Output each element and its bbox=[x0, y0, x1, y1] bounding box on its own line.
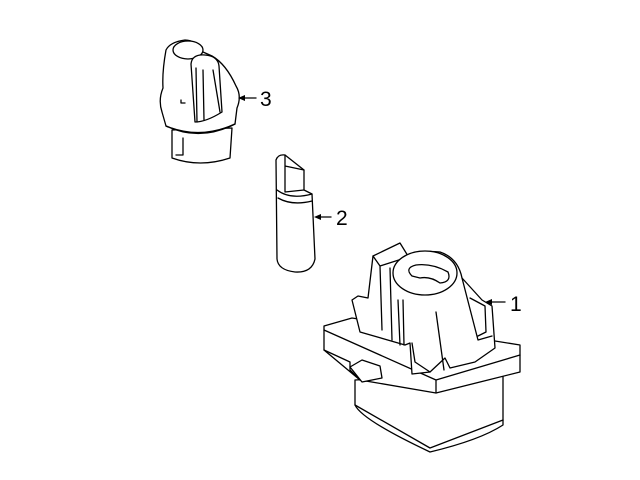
arrowhead-3 bbox=[238, 95, 245, 101]
part-1-housing[interactable]: 1 bbox=[323, 242, 522, 453]
arrowhead-1 bbox=[485, 299, 492, 305]
arrowhead-2 bbox=[314, 214, 321, 220]
callout-label-1: 1 bbox=[510, 293, 522, 316]
part-2-bulb[interactable]: 2 bbox=[275, 154, 348, 273]
callout-label-3: 3 bbox=[260, 88, 272, 111]
callout-label-2: 2 bbox=[336, 207, 348, 230]
part-3-socket[interactable]: 3 bbox=[159, 39, 272, 164]
